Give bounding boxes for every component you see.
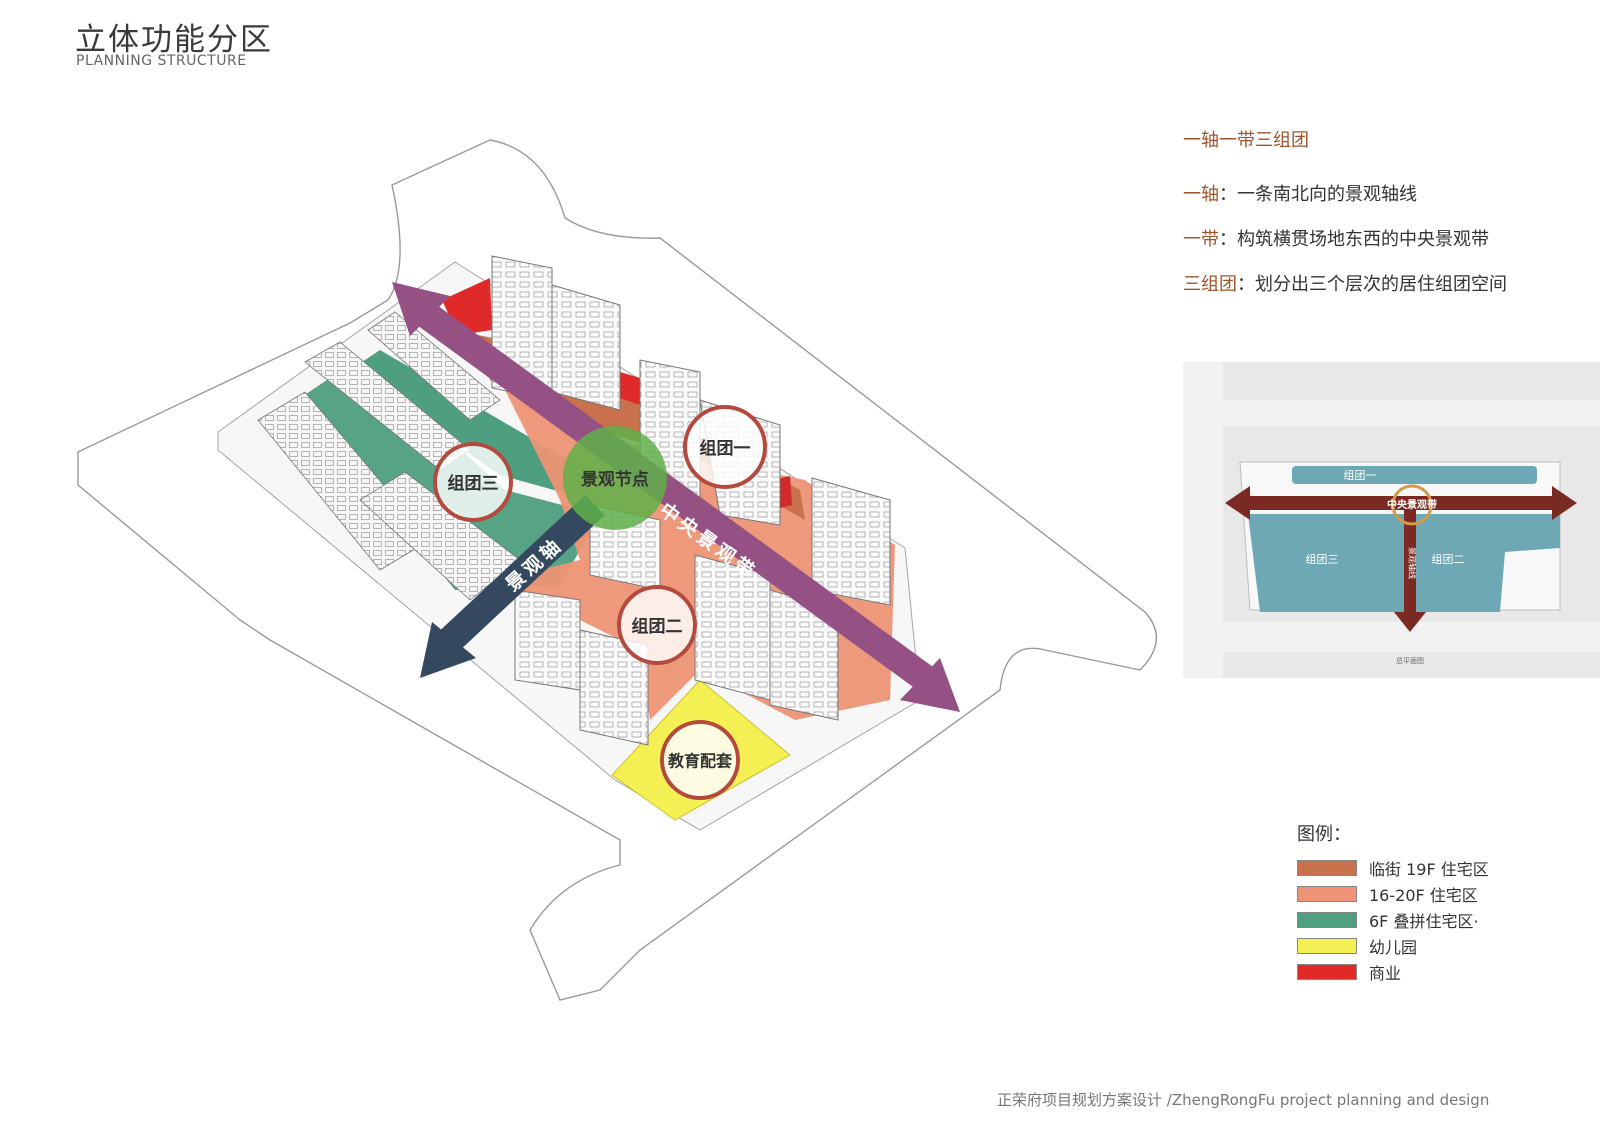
strategy-desc: 划分出三个层次的居住组团空间 [1255, 274, 1507, 295]
landscape-node-circle [563, 426, 667, 530]
strategy-key: 一轴 [1183, 184, 1219, 205]
strategy-key: 三组团 [1183, 274, 1237, 295]
legend-item: 临街 19F 住宅区 [1297, 858, 1489, 879]
legend-swatch [1297, 886, 1357, 902]
mini-map-road [1183, 400, 1600, 426]
page-title: 立体功能分区 [75, 22, 273, 58]
legend-label: 幼儿园 [1369, 938, 1418, 957]
mini-map-caption: 总平面图 [1396, 656, 1424, 665]
legend-label: 临街 19F 住宅区 [1369, 860, 1489, 879]
low-rise-row [367, 311, 501, 421]
strategy-key: 一带 [1183, 229, 1219, 250]
group-one-label: 组团一 [700, 438, 751, 459]
mini-map-group-one-zone [1292, 466, 1537, 484]
legend-label: 6F 叠拼住宅区· [1369, 912, 1479, 931]
landscape-axis-arrow [420, 494, 605, 678]
high-rise-tower [811, 477, 891, 606]
footer-text: 正荣府项目规划方案设计 /ZhengRongFu project plannin… [997, 1091, 1490, 1109]
strategy-desc: 构筑横贯场地东西的中央景观带 [1237, 229, 1489, 250]
high-rise-tower [694, 554, 771, 701]
mini-map-group-two-label: 组团二 [1432, 552, 1465, 566]
legend-item: 幼儿园 [1297, 936, 1418, 957]
group-three-label: 组团三 [448, 473, 499, 494]
strategy-separator: ： [1219, 229, 1237, 250]
high-rise-tower [551, 284, 621, 411]
mini-map-axis-label: 景观轴线 [1408, 547, 1418, 579]
strategy-separator: ： [1219, 184, 1237, 205]
legend-swatch [1297, 912, 1357, 928]
legend-swatch [1297, 938, 1357, 954]
legend-label: 16-20F 住宅区 [1369, 886, 1478, 905]
legend-swatch [1297, 860, 1357, 876]
legend-title: 图例： [1297, 824, 1351, 845]
page-subtitle: PLANNING STRUCTURE [76, 53, 247, 69]
group-one-circle [683, 405, 767, 489]
group-two-circle [617, 585, 697, 665]
legend-item: 商业 [1297, 962, 1402, 983]
mini-map: 中央景观带 景观轴线 组团一 组团三 组团二 总平面图 [1183, 362, 1600, 678]
legend-item: 16-20F 住宅区 [1297, 884, 1478, 905]
education-circle [660, 720, 740, 800]
mini-map-group-three-label: 组团三 [1306, 552, 1339, 566]
mini-map-group-one-label: 组团一 [1344, 468, 1377, 482]
legend-label: 商业 [1369, 964, 1402, 983]
central-band-arrow [392, 282, 960, 712]
group-two-label: 组团二 [632, 616, 683, 637]
strategy-item-band: 一带：构筑横贯场地东西的中央景观带 [1183, 225, 1489, 251]
high-rise-tower [514, 589, 581, 691]
legend-swatch [1297, 964, 1357, 980]
mini-map-road [1183, 622, 1600, 652]
legend-item: 6F 叠拼住宅区· [1297, 910, 1479, 931]
group-three-circle [433, 442, 513, 522]
zone-6f-stacked-2 [350, 350, 600, 500]
strategy-separator: ： [1237, 274, 1255, 295]
strategy-title: 一轴一带三组团 [1183, 130, 1309, 151]
zone-commercial-2 [620, 372, 640, 405]
mini-map-node-circle [1391, 484, 1433, 526]
landscape-node-label: 景观节点 [581, 469, 649, 490]
mini-map-band-label: 中央景观带 [1387, 498, 1437, 511]
strategy-item-axis: 一轴：一条南北向的景观轴线 [1183, 180, 1417, 206]
strategy-desc: 一条南北向的景观轴线 [1237, 184, 1417, 205]
strategy-item-groups: 三组团：划分出三个层次的居住组团空间 [1183, 270, 1507, 296]
education-label: 教育配套 [668, 752, 733, 771]
